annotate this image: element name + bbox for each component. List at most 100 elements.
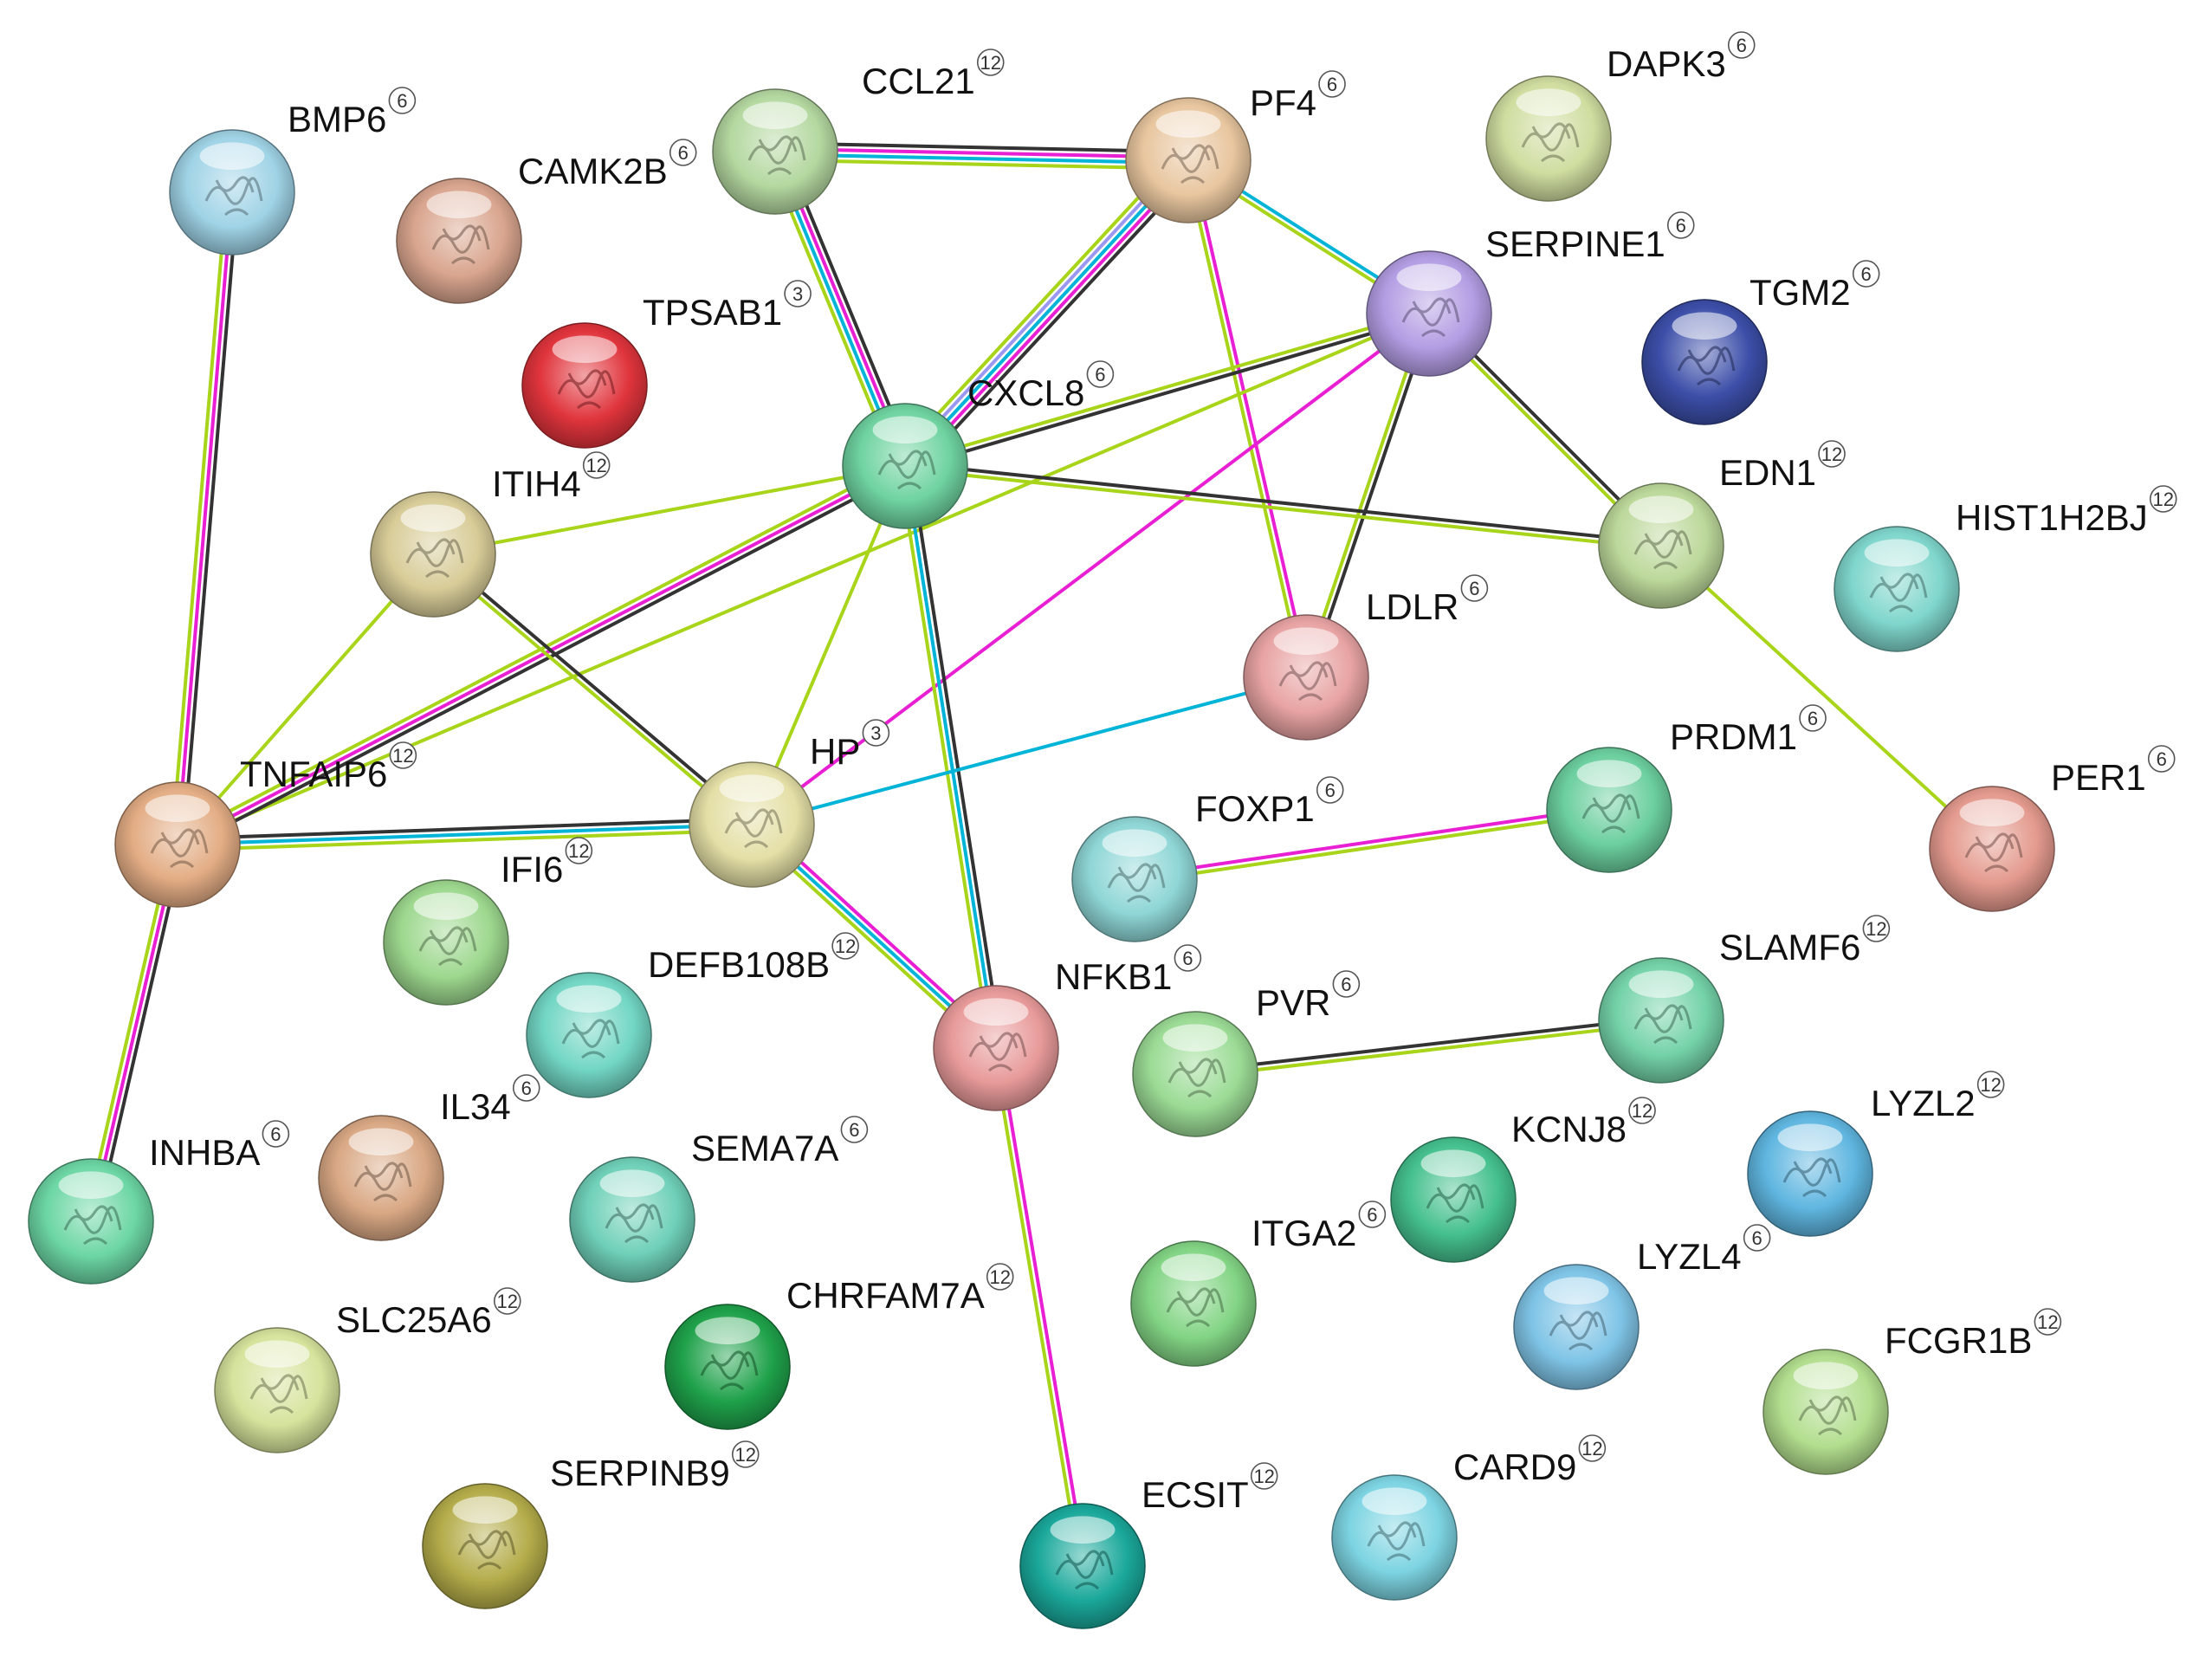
protein-bubble[interactable] [422,1483,548,1609]
node-badge: 12 [389,741,417,769]
badge-number: 6 [1341,974,1351,995]
protein-bubble[interactable] [1130,1240,1257,1367]
edge-bmp6-tnfaip6 [170,190,240,847]
protein-bubble[interactable] [1546,747,1672,873]
protein-bubble[interactable] [712,88,838,215]
node-badge: 6 [512,1074,540,1102]
edge-evidence-line [1133,811,1612,884]
protein-bubble[interactable] [1132,1011,1258,1137]
protein-bubble[interactable] [664,1304,791,1430]
bubble-highlight [400,504,466,533]
protein-bubble[interactable] [1762,1349,1889,1475]
protein-bubble[interactable] [396,178,522,304]
protein-structure-icon [968,1032,1027,1072]
protein-bubble[interactable] [1243,614,1369,741]
protein-bubble[interactable] [1485,75,1612,202]
bubble-highlight [199,142,265,171]
node-badge: 6 [1852,260,1880,288]
protein-bubble[interactable] [526,972,652,1098]
protein-bubble[interactable] [1331,1474,1458,1601]
protein-bubble[interactable] [370,491,496,618]
protein-bubble[interactable] [169,129,295,256]
protein-bubble[interactable] [114,781,241,908]
node-badge: 12 [2034,1308,2062,1336]
bubble-highlight [1628,495,1694,524]
badge-number: 12 [585,455,606,476]
protein-bubble[interactable] [1390,1136,1517,1263]
edge-evidence-line [1183,159,1305,680]
node-label: KCNJ8 [1511,1109,1627,1149]
protein-bubble[interactable] [1598,482,1724,609]
protein-bubble[interactable] [689,761,815,888]
protein-bubble[interactable] [1641,299,1768,425]
protein-structure-icon [1167,1058,1226,1098]
edge-evidence-line [997,1045,1088,1568]
protein-bubble[interactable] [318,1115,444,1241]
node-badge: 12 [831,932,859,960]
edge-nfkb1-ecsit [991,1045,1088,1569]
badge-ring [1727,31,1756,59]
bubble-highlight [1050,1516,1116,1544]
protein-bubble[interactable] [933,985,1059,1111]
protein-bubble[interactable] [1834,526,1960,652]
badge-ring [1174,944,1202,972]
badge-number: 12 [1253,1466,1274,1487]
badge-ring [784,280,812,307]
protein-bubble[interactable] [1366,250,1492,377]
protein-bubble[interactable] [383,879,509,1006]
protein-bubble[interactable] [28,1158,154,1285]
protein-bubble[interactable] [1019,1503,1146,1629]
protein-bubble[interactable] [1598,957,1724,1084]
badge-number: 12 [392,745,413,767]
protein-structure-icon [1161,144,1219,184]
protein-bubble[interactable] [1929,786,2055,912]
protein-bubble[interactable] [1747,1110,1873,1237]
badge-ring [582,451,611,479]
protein-bubble[interactable] [1513,1264,1640,1390]
protein-bubble[interactable] [214,1327,340,1453]
protein-bubble[interactable] [1125,97,1252,223]
badge-number: 3 [870,722,881,744]
protein-bubble[interactable] [1071,816,1198,942]
protein-bubble[interactable] [569,1156,695,1283]
protein-bubble[interactable] [521,322,648,449]
edge-evidence-line [178,469,909,851]
protein-bubble[interactable] [842,403,968,529]
